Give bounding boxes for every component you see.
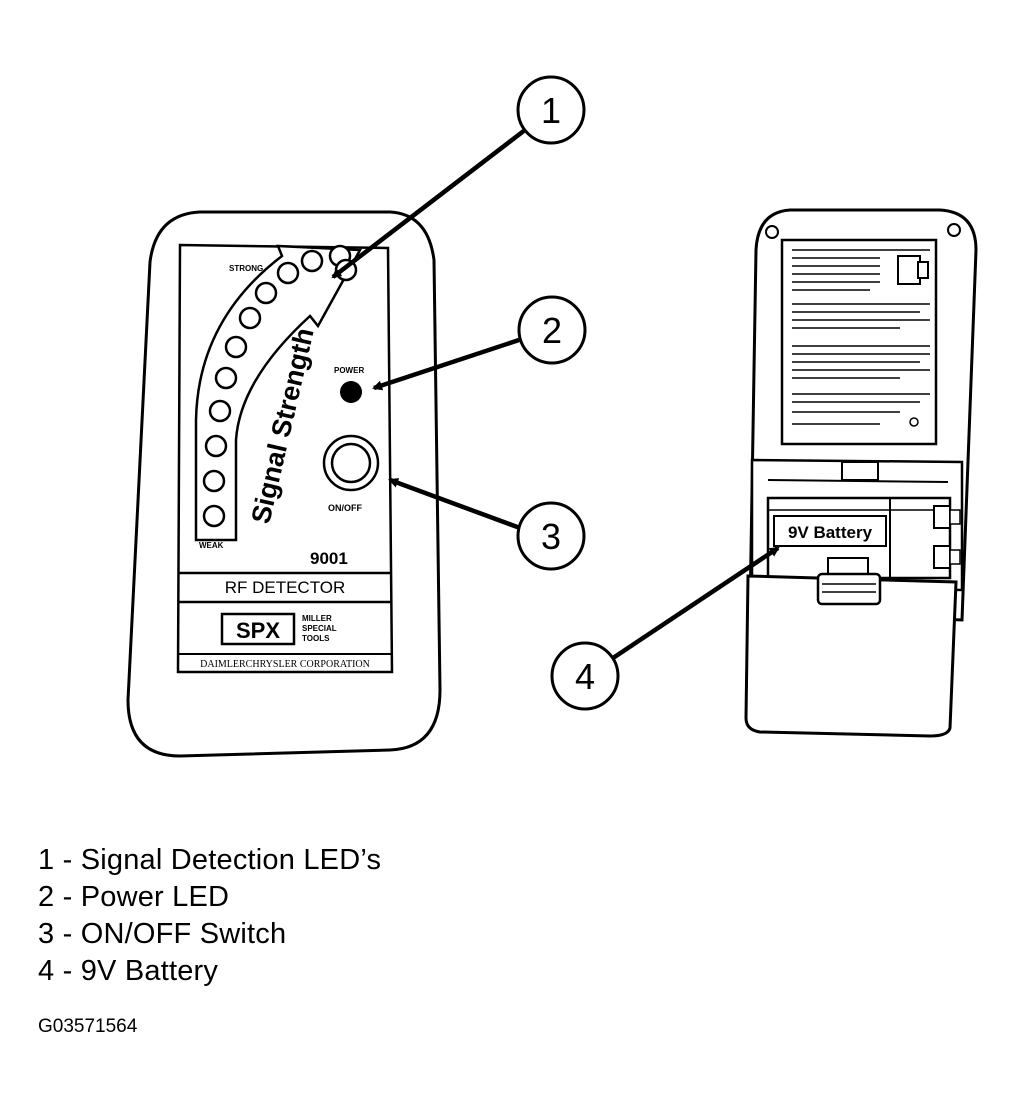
callout-2: 2 (372, 295, 587, 391)
rf-detector-back: 9V Battery (744, 208, 978, 738)
battery-label: 9V Battery (788, 523, 873, 542)
legend-item-4: 4 - 9V Battery (38, 955, 219, 987)
weak-label: WEAK (199, 541, 224, 550)
signal-led (208, 399, 232, 423)
callout-number-1: 1 (541, 90, 561, 131)
legend-item-1: 1 - Signal Detection LED’s (38, 844, 382, 876)
signal-led (254, 281, 278, 305)
instruction-text-lines (792, 249, 930, 425)
callout-number-4: 4 (575, 656, 595, 697)
callout-3: 3 (388, 477, 586, 571)
battery-door (744, 574, 958, 738)
onoff-switch-button (330, 442, 372, 484)
power-led (340, 381, 362, 403)
signal-led (224, 335, 248, 359)
callout-4: 4 (550, 546, 780, 711)
corporation-label: DAIMLERCHRYSLER CORPORATION (200, 659, 370, 670)
screw-hole-right (947, 223, 961, 237)
signal-led (202, 504, 226, 528)
signal-led (214, 366, 238, 390)
brand-tagline-2: SPECIAL (302, 624, 337, 633)
signal-led-array (202, 244, 358, 528)
signal-led (204, 434, 228, 458)
spx-logo: SPX (236, 618, 280, 643)
onoff-label: ON/OFF (328, 503, 362, 513)
spx-logo-box (220, 612, 296, 646)
signal-led (276, 261, 300, 285)
battery-label-box (773, 515, 887, 547)
diagram: STRONG WEAK Signal Strength POWER ON/OFF… (126, 75, 978, 758)
rf-detector-front: STRONG WEAK Signal Strength POWER ON/OFF… (126, 210, 442, 758)
model-number: 9001 (310, 549, 348, 568)
battery-terminal-top (933, 505, 951, 529)
label-symbol (897, 255, 921, 285)
legend-item-3: 3 - ON/OFF Switch (38, 918, 287, 950)
battery-terminal-bottom (933, 545, 951, 569)
signal-arrow-band (194, 244, 363, 542)
signal-led (202, 469, 226, 493)
product-name: RF DETECTOR (225, 578, 346, 597)
label-mark (909, 417, 919, 427)
power-label: POWER (334, 366, 364, 375)
signal-led (300, 249, 324, 273)
strong-label: STRONG (229, 264, 263, 273)
door-latch (816, 572, 882, 606)
brand-tagline-3: TOOLS (302, 634, 330, 643)
battery-9v: 9V Battery (766, 496, 961, 581)
figure-id: G03571564 (38, 1016, 138, 1037)
brand-tagline-1: MILLER (302, 614, 332, 623)
compartment-latch (841, 461, 879, 481)
signal-led (238, 306, 262, 330)
callout-1: 1 (331, 75, 586, 279)
screw-hole-left (765, 225, 779, 239)
legend: 1 - Signal Detection LED’s 2 - Power LED… (38, 842, 381, 990)
callout-number-3: 3 (541, 516, 561, 557)
callout-number-2: 2 (542, 310, 562, 351)
legend-item-2: 2 - Power LED (38, 881, 230, 913)
